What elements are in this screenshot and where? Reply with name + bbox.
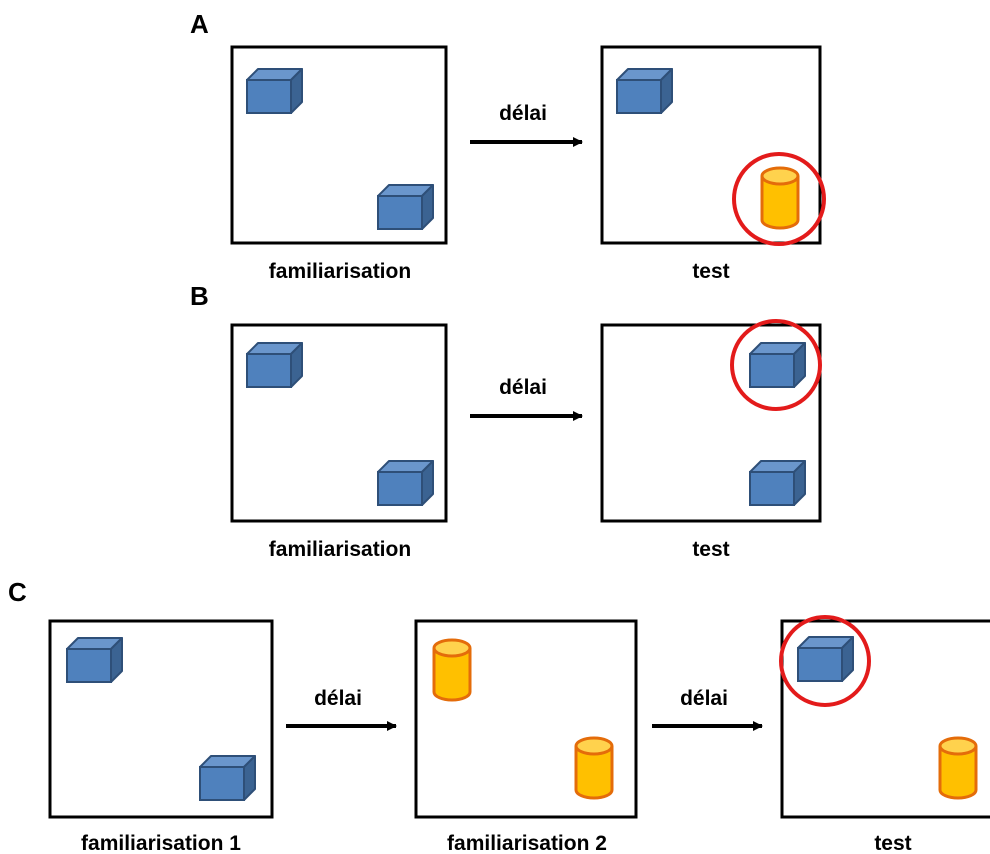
arrow-label-c-1: délai: [314, 687, 362, 710]
cube-icon: [749, 460, 806, 506]
highlight-circle: [730, 319, 822, 411]
arrow-label-c-2: délai: [680, 687, 728, 710]
caption-b-familiarisation: familiarisation: [269, 538, 411, 561]
panel-letter-a: A: [190, 9, 209, 39]
frame-c-familiarisation-2: [414, 619, 638, 819]
frame-a-test: [600, 45, 822, 245]
highlight-circle: [732, 152, 826, 246]
cylinder-icon: [574, 736, 614, 800]
arrow-label-b: délai: [499, 376, 547, 399]
cube-icon: [749, 342, 806, 388]
caption-c-familiarisation-2: familiarisation 2: [447, 832, 607, 854]
frame-c-test: [780, 619, 990, 819]
caption-a-familiarisation: familiarisation: [269, 260, 411, 283]
cube-icon: [66, 637, 123, 683]
highlight-circle: [779, 615, 871, 707]
caption-a-test: test: [692, 260, 729, 283]
arrow-label-a: délai: [499, 102, 547, 125]
cube-icon: [377, 460, 434, 506]
frame-b-familiarisation: [230, 323, 448, 523]
cylinder-icon: [938, 736, 978, 800]
cylinder-icon: [432, 638, 472, 702]
cube-icon: [616, 68, 673, 114]
cube-icon: [199, 755, 256, 801]
frame-a-familiarisation: [230, 45, 448, 245]
frame-b-test: [600, 323, 822, 523]
frame-c-familiarisation-1: [48, 619, 274, 819]
panel-letter-b: B: [190, 281, 209, 311]
cube-icon: [246, 68, 303, 114]
cube-icon: [246, 342, 303, 388]
panel-b: B familiarisation délai test: [190, 281, 822, 561]
cube-icon: [377, 184, 434, 230]
panel-a: A familiarisation délai test: [190, 9, 826, 283]
cube-icon: [797, 636, 854, 682]
caption-c-test: test: [874, 832, 911, 854]
caption-c-familiarisation-1: familiarisation 1: [81, 832, 241, 854]
cylinder-icon: [760, 166, 800, 230]
caption-b-test: test: [692, 538, 729, 561]
panel-c: C familiarisation 1 délai familiarisatio…: [8, 577, 990, 854]
panel-letter-c: C: [8, 577, 27, 607]
